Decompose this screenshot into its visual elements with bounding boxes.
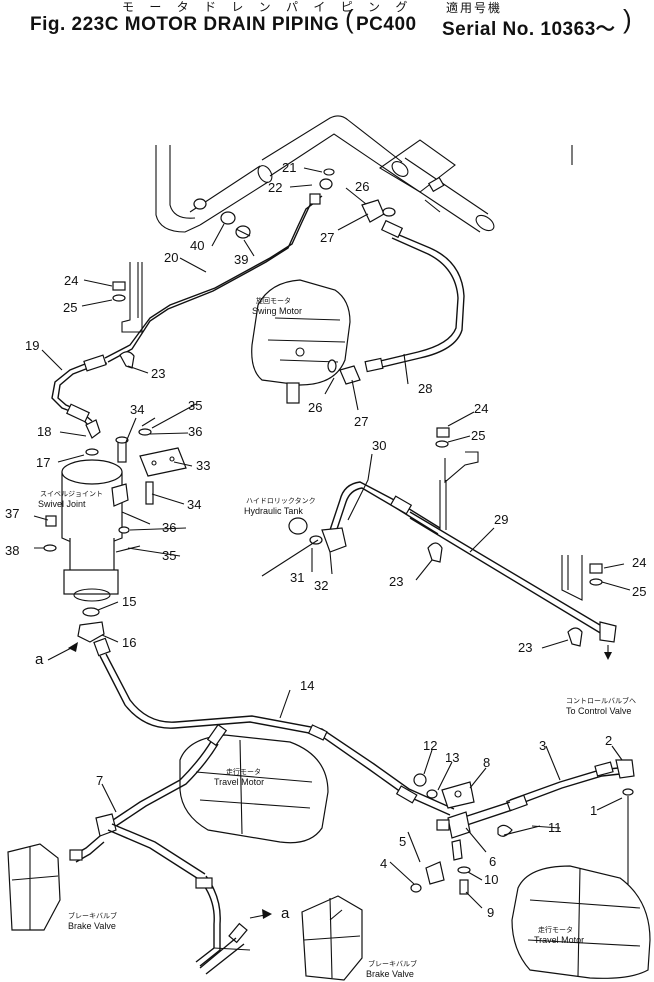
callout-4: 4 (380, 856, 387, 871)
hydraulic-tank-label: Hydraulic Tank (244, 506, 303, 516)
callout-28: 28 (418, 381, 432, 396)
callout-25b: 25 (471, 428, 485, 443)
callout-26b: 26 (308, 400, 322, 415)
callout-27b: 27 (354, 414, 368, 429)
callout-3: 3 (539, 738, 546, 753)
callout-17: 17 (36, 455, 50, 470)
callout-29: 29 (494, 512, 508, 527)
callout-33: 33 (196, 458, 210, 473)
callout-15: 15 (122, 594, 136, 609)
pipe-30 (288, 481, 441, 553)
callout-6: 6 (489, 854, 496, 869)
tee-6-assembly (410, 773, 541, 895)
callout-19: 19 (25, 338, 39, 353)
callout-2: 2 (605, 733, 612, 748)
callout-25a: 25 (63, 300, 77, 315)
component-labels: 旋回モータ Swing Motor スイベルジョイント Swivel Joint… (35, 296, 636, 979)
callout-34b: 34 (187, 497, 201, 512)
callout-12: 12 (423, 738, 437, 753)
callout-39: 39 (234, 252, 248, 267)
title-kana: モ ー タ ド レ ン パ イ ピ ン グ (122, 0, 414, 14)
travel-motor-left (179, 734, 329, 844)
swing-motor-label-jp: 旋回モータ (256, 296, 291, 305)
callout-18: 18 (37, 424, 51, 439)
callout-7: 7 (96, 773, 103, 788)
callout-25c: 25 (632, 584, 646, 599)
callout-30: 30 (372, 438, 386, 453)
callout-14: 14 (300, 678, 314, 693)
callout-35b: 35 (162, 548, 176, 563)
pipe-29 (409, 427, 617, 660)
serial-number: Serial No. 10363～ (442, 19, 616, 40)
callout-27a: 27 (320, 230, 334, 245)
callout-34a: 34 (130, 402, 144, 417)
swing-motor (251, 279, 351, 404)
reference-arrow-a-bottom (249, 909, 272, 919)
travel-motor-left-label-jp: 走行モータ (226, 767, 261, 776)
control-valve-label: To Control Valve (566, 706, 631, 716)
callout-38: 38 (5, 543, 19, 558)
ref-a-top: a (35, 651, 44, 668)
hose-19 (51, 354, 108, 456)
callout-21: 21 (282, 160, 296, 175)
callout-24b: 24 (474, 401, 488, 416)
callout-16: 16 (122, 635, 136, 650)
travel-motor-left-label: Travel Motor (214, 777, 264, 787)
callout-35a: 35 (188, 398, 202, 413)
control-valve-label-jp: コントロールバルブへ (566, 696, 636, 705)
travel-motor-right (511, 865, 651, 979)
bracket-upper-left (112, 262, 143, 369)
callout-10: 10 (484, 872, 498, 887)
brake-valve-right (301, 895, 363, 981)
callout-9: 9 (487, 905, 494, 920)
brake-valve-right-label: Brake Valve (366, 969, 414, 979)
callout-20: 20 (164, 250, 178, 265)
callout-8: 8 (483, 755, 490, 770)
brake-valve-right-label-jp: ブレーキバルブ (368, 959, 417, 968)
travel-motor-right-label: Travel Motor (534, 935, 584, 945)
hose-7 (69, 723, 248, 975)
travel-motor-right-label-jp: 走行モータ (538, 925, 573, 934)
callout-22: 22 (268, 180, 282, 195)
tee-16 (47, 621, 111, 661)
model-name: PC400 (356, 14, 417, 35)
callout-24a: 24 (64, 273, 78, 288)
hose-14 (99, 653, 455, 816)
callout-23a: 23 (151, 366, 165, 381)
brake-valve-left (7, 843, 61, 931)
swivel-joint-label: Swivel Joint (38, 499, 86, 509)
callout-24c: 24 (632, 555, 646, 570)
callout-36b: 36 (162, 520, 176, 535)
figure-title: Fig. 223C MOTOR DRAIN PIPING (30, 14, 340, 35)
callout-31: 31 (290, 570, 304, 585)
callout-23b: 23 (389, 574, 403, 589)
ref-a-bottom: a (281, 905, 290, 922)
applicable-kana: 適用号機 (446, 1, 503, 15)
swing-motor-label: Swing Motor (252, 306, 302, 316)
hydraulic-tank-label-jp: ハイドロリックタンク (246, 496, 316, 505)
hose-28 (327, 199, 465, 385)
callout-26a: 26 (355, 179, 369, 194)
paren-close: ) (623, 4, 633, 34)
callout-40: 40 (190, 238, 204, 253)
callout-32: 32 (314, 578, 328, 593)
callout-11: 11 (548, 820, 562, 835)
callout-numbers: 1 2 3 4 5 6 7 8 9 10 11 12 13 14 15 16 1… (5, 160, 646, 920)
callout-1: 1 (590, 803, 597, 818)
swivel-joint-label-jp: スイベルジョイント (40, 490, 103, 498)
callout-23c: 23 (518, 640, 532, 655)
brake-valve-left-label-jp: ブレーキバルブ (68, 911, 117, 920)
callout-37: 37 (5, 506, 19, 521)
swivel-joint (43, 417, 187, 617)
upper-frame-tubes (155, 115, 573, 233)
callout-13: 13 (445, 750, 459, 765)
callout-36a: 36 (188, 424, 202, 439)
part-39-40-fittings (220, 211, 251, 239)
leader-lines (33, 167, 631, 951)
brake-valve-left-label: Brake Valve (68, 921, 116, 931)
callout-5: 5 (399, 834, 406, 849)
paren-open: ( (345, 4, 355, 34)
